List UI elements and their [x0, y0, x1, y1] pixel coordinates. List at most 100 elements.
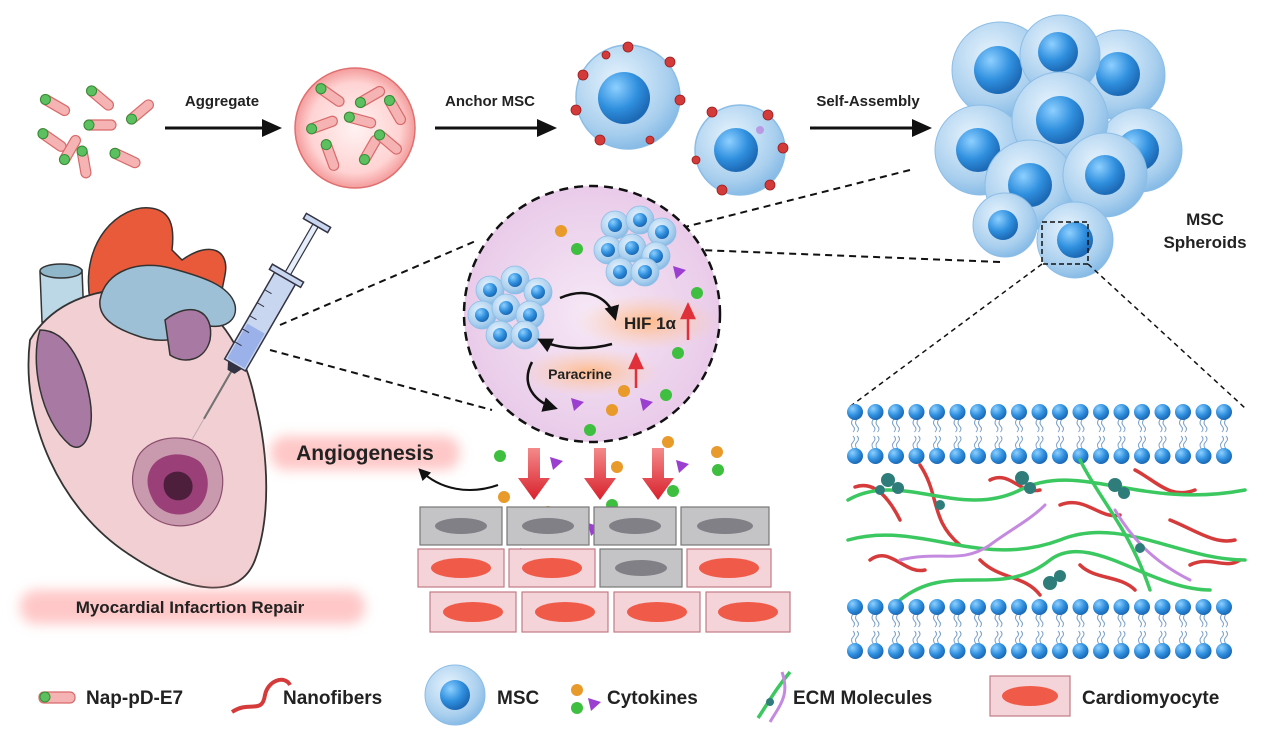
lipid-head: [1052, 448, 1068, 464]
lipid-tail: [994, 613, 1003, 628]
legend: Nap-pD-E7 Nanofibers MSC Cytokines: [38, 664, 1219, 726]
lipid-head: [888, 404, 904, 420]
lipid-head: [1052, 599, 1068, 615]
lipid-tail: [892, 630, 900, 645]
self-assembly-arrow: Self-Assembly: [810, 93, 932, 137]
lipid-head: [1154, 643, 1171, 659]
lipid-head: [1154, 599, 1171, 615]
lipid-tail: [892, 418, 900, 433]
lipid-tail: [1179, 435, 1187, 450]
lipid-head: [1175, 448, 1191, 464]
spheroids-label-line2: Spheroids: [1163, 233, 1246, 252]
lipid-head: [1113, 404, 1130, 420]
repair-label: Myocardial Infacrtion Repair: [76, 598, 305, 617]
lipid-tail: [1076, 435, 1085, 450]
legend-label: MSC: [497, 688, 540, 709]
msc-icon: [424, 664, 486, 726]
lipid-tail: [871, 418, 880, 433]
lipid-tail: [953, 630, 962, 645]
lipid-tail: [1158, 418, 1167, 433]
lipid-tail: [1199, 418, 1208, 433]
legend-label: ECM Molecules: [793, 688, 932, 709]
lipid-tail: [1097, 435, 1105, 450]
lipid-head: [1154, 404, 1171, 420]
legend-item-ecm-molecules: ECM Molecules: [756, 670, 932, 723]
lipid-head: [929, 599, 945, 615]
lipid-head: [949, 599, 966, 615]
lipid-tail: [1097, 630, 1105, 645]
lipid-head: [908, 643, 925, 659]
legend-item-msc: MSC: [424, 664, 540, 726]
lipid-head: [1195, 599, 1212, 615]
zoom-box: [1041, 221, 1089, 265]
lipid-tail: [892, 613, 900, 628]
lipid-head: [908, 599, 925, 615]
lipid-tail: [1199, 435, 1208, 450]
lipid-tail: [933, 613, 941, 628]
lipid-tail: [851, 630, 859, 645]
lipid-head: [888, 599, 904, 615]
lipid-head: [1031, 599, 1048, 615]
lipid-layer-bottom: [847, 599, 1232, 659]
lipid-tail: [1056, 418, 1064, 433]
lipid-head: [1195, 448, 1212, 464]
legend-label: Nap-pD-E7: [86, 688, 183, 709]
lipid-tail: [933, 435, 941, 450]
lipid-tail: [1056, 435, 1064, 450]
lipid-head: [990, 404, 1007, 420]
lipid-tail: [1076, 613, 1085, 628]
lipid-head: [929, 643, 945, 659]
lipid-head: [929, 404, 945, 420]
lipid-tail: [933, 418, 941, 433]
lipid-tail: [1015, 613, 1023, 628]
lipid-tail: [1035, 613, 1044, 628]
lipid-tail: [974, 613, 982, 628]
upregulation-arrows: [628, 302, 696, 388]
lipid-head: [1175, 643, 1191, 659]
cytokines-icon: [571, 684, 601, 714]
repair-callout: Myocardial Infacrtion Repair: [20, 590, 365, 624]
lipid-head: [1072, 599, 1089, 615]
lipid-tail: [1138, 613, 1146, 628]
lipid-head: [1134, 599, 1150, 615]
anchored-msc-cells: [570, 41, 789, 196]
lipid-tail: [1056, 613, 1064, 628]
zoom-lines-syringe: [269, 239, 493, 411]
lipid-head: [867, 404, 884, 420]
lipid-head: [1216, 404, 1232, 420]
lipid-head: [1113, 599, 1130, 615]
lipid-head: [847, 404, 863, 420]
lipid-tail: [1117, 418, 1126, 433]
peptide-monomers: [35, 83, 157, 180]
lipid-tail: [1179, 418, 1187, 433]
legend-item-cytokines: Cytokines: [571, 684, 698, 714]
lipid-tail: [953, 418, 962, 433]
lipid-head: [1093, 448, 1109, 464]
syringe-illustration: [192, 212, 332, 439]
lipid-tail: [1076, 418, 1085, 433]
lipid-head: [1011, 643, 1027, 659]
lipid-head: [1052, 643, 1068, 659]
lipid-tail: [1158, 630, 1167, 645]
lipid-tail: [1220, 613, 1228, 628]
lipid-head: [1072, 448, 1089, 464]
ecm-molecules-icon: [756, 670, 792, 723]
lipid-tail: [912, 435, 921, 450]
spheroids-label-line1: MSC: [1186, 210, 1224, 229]
legend-label: Cardiomyocyte: [1082, 688, 1219, 709]
lipid-head: [970, 599, 986, 615]
lipid-head: [1154, 448, 1171, 464]
cardiomyocyte-icon: [989, 675, 1071, 717]
lipid-tail: [871, 435, 880, 450]
lipid-tail: [1097, 613, 1105, 628]
lipid-tail: [1056, 630, 1064, 645]
anchor-arrow: Anchor MSC: [435, 93, 557, 137]
secretion-arrows: [518, 448, 674, 500]
lipid-head: [990, 643, 1007, 659]
lipid-head: [1216, 599, 1232, 615]
lipid-tail: [912, 418, 921, 433]
tissue-cells: [417, 506, 791, 633]
zoom-lines-spheroid: [664, 169, 1001, 263]
aggregated-nanofiber-circle: [294, 67, 416, 189]
lipid-tail: [1015, 630, 1023, 645]
